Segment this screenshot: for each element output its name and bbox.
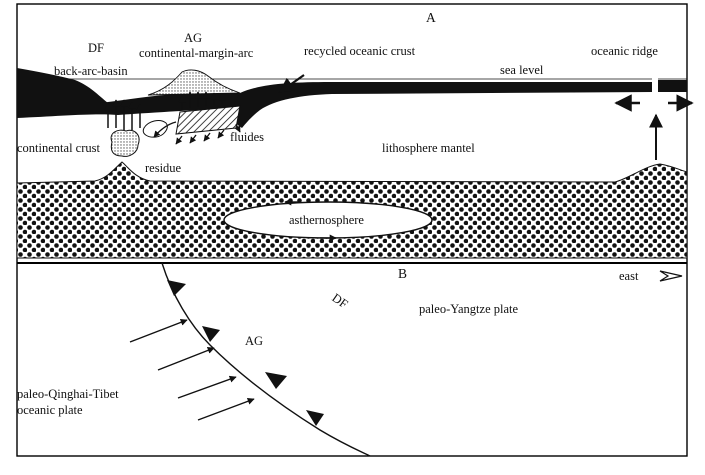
oceanic-slab <box>228 82 652 128</box>
oceanic-plate-right <box>658 80 687 92</box>
label-oceanic-ridge: oceanic ridge <box>591 44 658 58</box>
label-lithosphere-mantel: lithosphere mantel <box>382 141 475 155</box>
upward-melt-arrows <box>104 91 226 130</box>
label-df-a: DF <box>88 41 104 55</box>
continental-crust-blob <box>110 129 140 157</box>
label-sea-level: sea level <box>500 63 544 77</box>
convergence-arrows <box>129 319 255 421</box>
residue-blob <box>142 120 168 138</box>
ridge-gap <box>652 78 658 96</box>
label-ag-b: AG <box>245 334 263 348</box>
label-asthenosphere: asthernosphere <box>289 213 364 227</box>
panel-a: A DF AG continental-margin-arc back-arc-… <box>16 10 694 259</box>
label-continental-crust: continental crust <box>17 141 100 155</box>
continental-block <box>17 68 119 118</box>
east-arrow <box>659 270 683 282</box>
label-back-arc-basin: back-arc-basin <box>54 64 128 78</box>
panel-b-letter: B <box>398 266 407 281</box>
label-continental-margin-arc: continental-margin-arc <box>139 46 254 60</box>
fluid-arrows <box>153 121 241 145</box>
arc-volcano <box>147 69 241 96</box>
label-df-b: DF <box>329 291 350 312</box>
subduction-zone-line <box>161 262 371 457</box>
label-oceanic-plate: oceanic plate <box>17 403 83 417</box>
label-east: east <box>619 269 639 283</box>
label-ag-a: AG <box>184 31 202 45</box>
label-residue: residue <box>145 161 182 175</box>
panel-b: B east DF paleo-Yangtze plate AG paleo-Q… <box>17 262 683 457</box>
subduction-teeth <box>167 280 324 426</box>
panel-a-letter: A <box>426 10 436 25</box>
label-fluides: fluides <box>230 130 264 144</box>
recycled-crust-arrow <box>278 74 305 93</box>
label-recycled-oceanic-crust: recycled oceanic crust <box>304 44 416 58</box>
label-paleo-qinghai-tibet: paleo-Qinghai-Tibet <box>17 387 119 401</box>
label-paleo-yangtze-plate: paleo-Yangtze plate <box>419 302 518 316</box>
